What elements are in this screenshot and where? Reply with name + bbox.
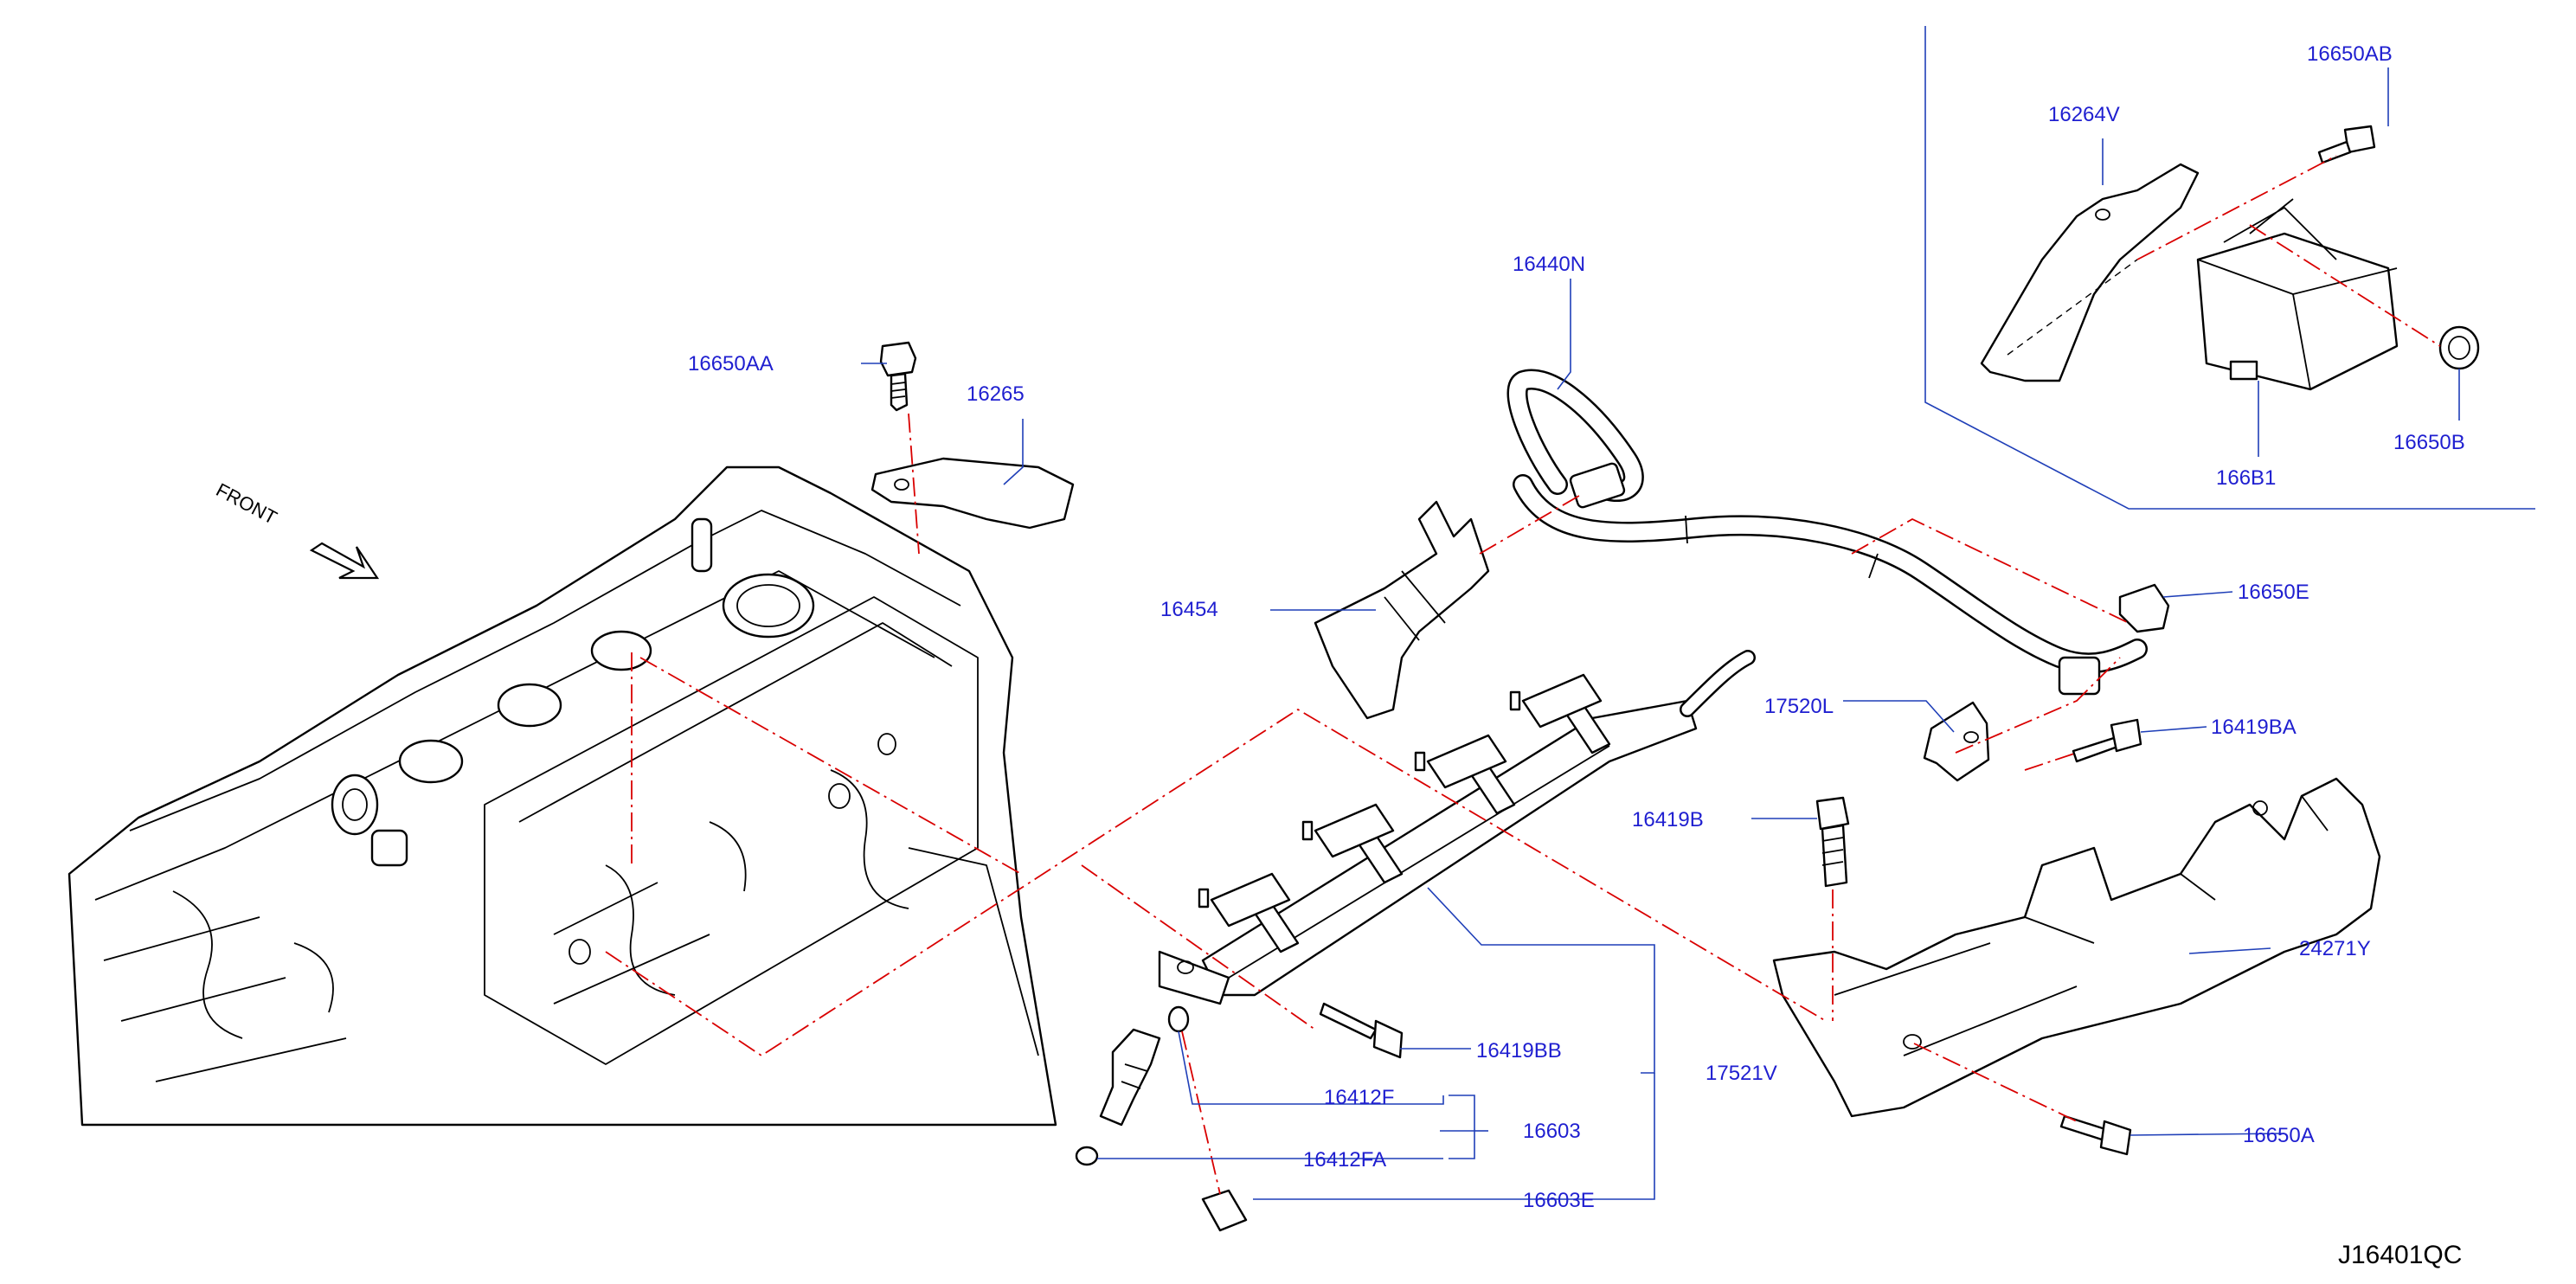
label-16412FA[interactable]: 16412FA bbox=[1303, 1148, 1386, 1172]
label-16650AA[interactable]: 16650AA bbox=[688, 352, 774, 376]
bolt-16650AB bbox=[2317, 125, 2376, 164]
bolt-16419BA bbox=[2072, 718, 2142, 763]
bracket-16264V bbox=[1980, 163, 2200, 382]
label-16412F[interactable]: 16412F bbox=[1324, 1086, 1394, 1109]
front-arrow-icon bbox=[309, 542, 380, 580]
bracket-17520L bbox=[1923, 701, 1990, 782]
label-17520L[interactable]: 17520L bbox=[1764, 695, 1834, 718]
part-labels: 16650AA 16265 16440N 16454 16264V 16650A… bbox=[688, 42, 2465, 1212]
label-166B1[interactable]: 166B1 bbox=[2216, 466, 2276, 490]
inset-border bbox=[1924, 26, 2535, 510]
label-16603E[interactable]: 16603E bbox=[1523, 1189, 1595, 1212]
label-17521V[interactable]: 17521V bbox=[1706, 1062, 1777, 1085]
label-16264V[interactable]: 16264V bbox=[2048, 103, 2120, 126]
nut-16650B bbox=[2438, 325, 2480, 370]
centerlines bbox=[605, 155, 2441, 1195]
diagram-code: J16401QC bbox=[2338, 1241, 2462, 1269]
label-16650E[interactable]: 16650E bbox=[2238, 581, 2309, 604]
label-16603[interactable]: 16603 bbox=[1523, 1120, 1581, 1143]
leader-lines bbox=[861, 67, 2460, 1200]
clip-16650E bbox=[2118, 583, 2170, 633]
bolt-16419B bbox=[1815, 796, 1850, 888]
front-direction-arrow: FRONT bbox=[213, 478, 380, 580]
bolt-16650AA bbox=[879, 341, 917, 412]
bracket-16454 bbox=[1314, 500, 1490, 720]
injector-16603 bbox=[1075, 1005, 1248, 1232]
label-16419BB[interactable]: 16419BB bbox=[1476, 1039, 1562, 1063]
label-16419BA[interactable]: 16419BA bbox=[2211, 716, 2297, 739]
label-16419B[interactable]: 16419B bbox=[1632, 808, 1704, 831]
fuel-rail-17521V bbox=[1158, 650, 1756, 1005]
bolt-16419BB bbox=[1319, 1002, 1404, 1059]
label-16265[interactable]: 16265 bbox=[967, 382, 1025, 406]
label-16650AB[interactable]: 16650AB bbox=[2307, 42, 2393, 66]
module-166B1 bbox=[2196, 198, 2399, 391]
front-label: FRONT bbox=[213, 478, 281, 529]
bolt-16650A bbox=[2059, 1114, 2132, 1156]
label-16650A[interactable]: 16650A bbox=[2243, 1124, 2315, 1147]
insulator-24271Y bbox=[1772, 777, 2381, 1118]
fuel-hose-16440N bbox=[1506, 369, 2148, 696]
cylinder-head-illustration bbox=[67, 465, 1057, 1127]
label-24271Y[interactable]: 24271Y bbox=[2299, 937, 2371, 960]
bracket-16265 bbox=[870, 457, 1075, 530]
label-16650B[interactable]: 16650B bbox=[2393, 431, 2465, 454]
label-16454[interactable]: 16454 bbox=[1160, 598, 1218, 621]
label-16440N[interactable]: 16440N bbox=[1513, 253, 1585, 276]
